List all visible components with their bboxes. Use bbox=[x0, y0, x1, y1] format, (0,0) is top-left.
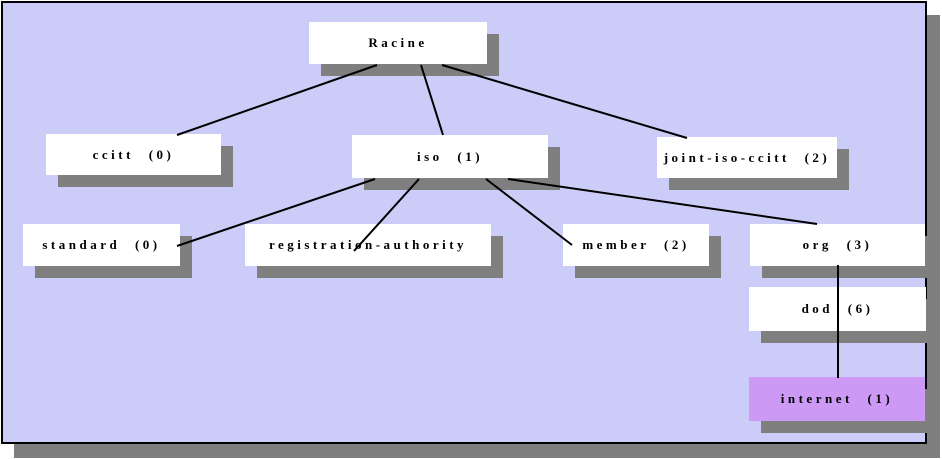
tree-node-label: member (2) bbox=[582, 237, 690, 252]
tree-node-member: member (2) bbox=[563, 224, 709, 266]
edge-racine-ccitt bbox=[176, 64, 378, 136]
tree-node-org: org (3) bbox=[750, 224, 925, 266]
edge-iso-org bbox=[507, 178, 818, 225]
tree-node-label: ccitt (0) bbox=[92, 146, 175, 162]
diagram-canvas: Racine ccitt (0) iso (1) joint-iso-ccitt (2… bbox=[1, 1, 927, 444]
edge-iso-member bbox=[485, 178, 573, 246]
tree-node-standard: standard (0) bbox=[23, 224, 180, 266]
tree-node-label: org (3) bbox=[802, 237, 873, 252]
tree-node-label: internet (1) bbox=[780, 391, 894, 406]
tree-node-label: joint-iso-ccitt (2) bbox=[663, 149, 831, 165]
tree-node-label: standard (0) bbox=[42, 237, 161, 252]
tree-node-label: Racine bbox=[368, 35, 428, 50]
tree-node-label: iso (1) bbox=[416, 148, 484, 164]
edge-racine-joint bbox=[441, 64, 688, 139]
tree-node-dod: dod (6) bbox=[749, 287, 926, 331]
tree-node-racine: Racine bbox=[309, 22, 487, 64]
edge-racine-iso bbox=[420, 64, 444, 136]
tree-node-iso: iso (1) bbox=[352, 135, 548, 178]
tree-node-label: dod (6) bbox=[801, 301, 874, 316]
tree-node-registration-authority: registration-authority bbox=[245, 224, 491, 266]
tree-node-label: registration-authority bbox=[268, 237, 468, 252]
tree-node-joint-iso-ccitt: joint-iso-ccitt (2) bbox=[657, 137, 837, 178]
tree-node-internet: internet (1) bbox=[749, 377, 925, 421]
tree-node-ccitt: ccitt (0) bbox=[46, 134, 221, 175]
